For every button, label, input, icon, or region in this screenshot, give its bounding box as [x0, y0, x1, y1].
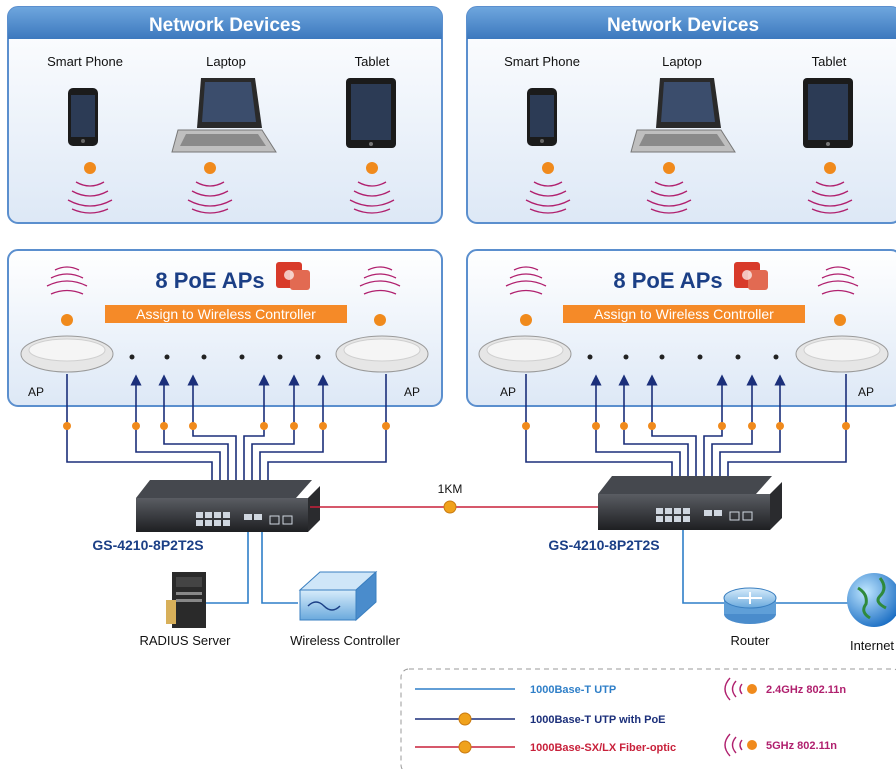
- router-icon: [723, 587, 777, 624]
- tablet-icon: [803, 78, 853, 148]
- devices-title: Network Devices: [149, 15, 301, 36]
- devices-header: [8, 7, 442, 39]
- utp-cables: [682, 530, 848, 604]
- devices-header: [467, 7, 896, 39]
- laptop-icon: [630, 78, 736, 153]
- poe-cables: [66, 374, 387, 482]
- globe-icon: [847, 573, 896, 627]
- ap-ellipsis: [587, 354, 779, 360]
- switch-model-label: GS-4210-8P2T2S: [548, 537, 659, 553]
- legend-label-fiber: 1000Base-SX/LX Fiber-optic: [530, 742, 676, 754]
- fiber-link: 1KM: [310, 482, 598, 514]
- device-signal-laptop: [187, 162, 233, 214]
- laptop-icon: [171, 78, 277, 153]
- devices-box: Network Devices Smart Phone Laptop Table…: [466, 6, 896, 224]
- ap-label-right: AP: [404, 385, 420, 399]
- internet-label: Internet: [850, 638, 894, 653]
- router-label: Router: [730, 633, 770, 648]
- ap-label-left: AP: [500, 385, 516, 399]
- poe-dots: [522, 422, 850, 430]
- controller-badge-icon: [734, 262, 768, 290]
- panel-left: Network Devices Smart Phone Laptop Table…: [7, 6, 443, 648]
- devices-title: Network Devices: [607, 15, 759, 36]
- device-signal-phone: [525, 162, 571, 214]
- devices-box: Network Devices Smart Phone Laptop Table…: [7, 6, 443, 224]
- utp-cables: [206, 532, 298, 604]
- legend: 1000Base-T UTP 1000Base-T UTP with PoE 1…: [400, 668, 896, 769]
- device-signal-laptop: [646, 162, 692, 214]
- legend-label-24ghz: 2.4GHz 802.11n: [766, 684, 846, 696]
- ap-ellipsis: [129, 354, 321, 360]
- device-label-laptop: Laptop: [206, 54, 246, 69]
- legend-label-poe: 1000Base-T UTP with PoE: [530, 714, 666, 726]
- device-label-phone: Smart Phone: [504, 54, 580, 69]
- device-signal-tablet: [349, 162, 395, 214]
- poe-aps-title: 8 PoE APs: [155, 268, 264, 293]
- ap-box: 8 PoE APs Assign to Wireless Controller …: [466, 249, 896, 407]
- device-label-tablet: Tablet: [355, 54, 390, 69]
- smartphone-icon: [68, 88, 98, 146]
- ap-label-right: AP: [858, 385, 874, 399]
- legend-label-5ghz: 5GHz 802.11n: [766, 740, 837, 752]
- assign-label: Assign to Wireless Controller: [136, 306, 316, 322]
- access-point-icon: [335, 266, 429, 373]
- server-icon: [166, 572, 206, 628]
- smartphone-icon: [527, 88, 557, 146]
- switch-icon: [136, 480, 320, 532]
- signal-5ghz-icon: [724, 733, 757, 757]
- switch-model-label: GS-4210-8P2T2S: [92, 537, 203, 553]
- link-distance-label: 1KM: [438, 482, 463, 496]
- poe-cables: [525, 374, 847, 482]
- signal-24ghz-icon: [724, 677, 757, 701]
- ap-label-left: AP: [28, 385, 44, 399]
- device-label-laptop: Laptop: [662, 54, 702, 69]
- device-signal-phone: [67, 162, 113, 214]
- wireless-controller-label: Wireless Controller: [290, 633, 400, 648]
- device-label-tablet: Tablet: [812, 54, 847, 69]
- radius-server-label: RADIUS Server: [139, 633, 231, 648]
- assign-label: Assign to Wireless Controller: [594, 306, 774, 322]
- poe-dots: [63, 422, 390, 430]
- poe-aps-title: 8 PoE APs: [613, 268, 722, 293]
- device-label-phone: Smart Phone: [47, 54, 123, 69]
- panel-right: Network Devices Smart Phone Laptop Table…: [466, 6, 896, 653]
- wireless-controller-icon: [298, 570, 378, 622]
- ap-box: 8 PoE APs Assign to Wireless Controller …: [7, 249, 443, 407]
- assign-bar: [105, 305, 347, 323]
- controller-badge-icon: [276, 262, 310, 290]
- access-point-icon: [20, 266, 114, 373]
- switch-icon: [598, 476, 782, 530]
- assign-bar: [563, 305, 805, 323]
- device-signal-tablet: [807, 162, 853, 214]
- legend-label-utp: 1000Base-T UTP: [530, 684, 616, 696]
- access-point-icon: [478, 266, 572, 373]
- tablet-icon: [346, 78, 396, 148]
- access-point-icon: [795, 266, 889, 373]
